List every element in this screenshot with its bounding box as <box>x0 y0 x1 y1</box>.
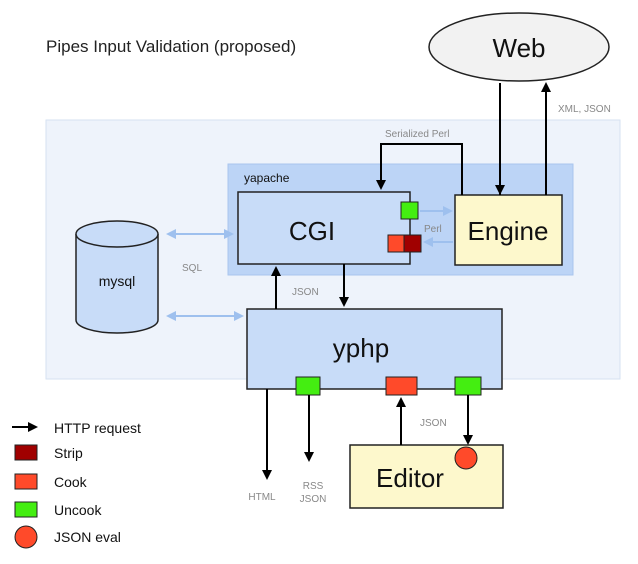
legend-cook-swatch <box>14 473 38 490</box>
legend-uncook-swatch <box>14 501 38 518</box>
legend-label-uncook: Uncook <box>54 502 102 518</box>
legend-strip-swatch <box>14 444 38 461</box>
editor-label: Editor <box>376 463 444 493</box>
yphp-uncook-marker-editor <box>454 376 482 396</box>
label-rss: RSS <box>303 481 324 492</box>
legend-label-json-eval: JSON eval <box>54 529 121 545</box>
label-html: HTML <box>248 492 276 503</box>
yphp-cook-marker <box>385 376 418 396</box>
label-serialized-perl: Serialized Perl <box>385 129 449 140</box>
yphp-uncook-marker-rss <box>295 376 321 396</box>
mysql-node[interactable] <box>75 220 159 334</box>
label-xml-json: XML, JSON <box>558 104 611 115</box>
web-label: Web <box>493 33 546 63</box>
yapache-label: yapache <box>244 171 290 185</box>
cgi-cook-marker <box>387 234 406 253</box>
arrow-serialized-perl <box>376 143 463 195</box>
engine-label: Engine <box>468 216 549 246</box>
engine-node[interactable] <box>454 194 563 266</box>
legend-json-eval-swatch <box>14 525 38 549</box>
label-perl: Perl <box>424 224 442 235</box>
cgi-node[interactable] <box>237 191 411 265</box>
label-sql: SQL <box>182 263 202 274</box>
cgi-uncook-marker <box>400 201 419 220</box>
legend-label-strip: Strip <box>54 445 83 461</box>
cgi-strip-marker <box>403 234 422 253</box>
label-json-cgi-yphp: JSON <box>292 287 319 298</box>
mysql-label: mysql <box>99 273 136 289</box>
web-node[interactable] <box>428 12 610 82</box>
page-title: Pipes Input Validation (proposed) <box>46 37 296 56</box>
legend: HTTP request Strip Cook Uncook JSON eval <box>12 420 141 549</box>
editor-node[interactable] <box>349 444 504 509</box>
cgi-label: CGI <box>289 216 335 246</box>
yphp-label: yphp <box>333 333 389 363</box>
label-json-editor: JSON <box>420 418 447 429</box>
yphp-node[interactable] <box>246 308 503 390</box>
legend-label-cook: Cook <box>54 474 88 490</box>
editor-json-eval-marker <box>454 446 478 470</box>
legend-label-http: HTTP request <box>54 420 141 436</box>
label-rss-json: JSON <box>300 494 327 505</box>
